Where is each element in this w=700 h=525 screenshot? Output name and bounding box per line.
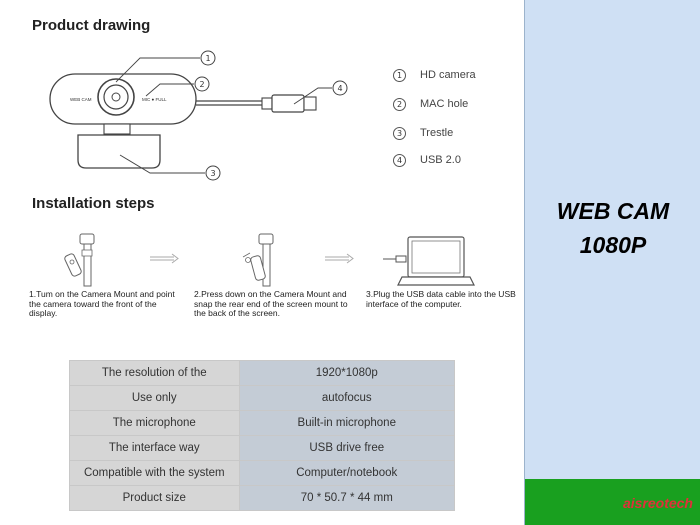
product-info-panel: Product drawing WEB CAM MIC ● FULL 1 2 3 xyxy=(29,17,516,511)
camera-neck xyxy=(103,123,131,135)
product-drawing-illustration: WEB CAM MIC ● FULL 1 2 3 4 xyxy=(49,50,475,287)
callout-2 xyxy=(194,76,210,92)
spec-value: autofocus xyxy=(238,385,455,411)
step-arrow-2 xyxy=(325,253,354,264)
spec-value: 70 * 50.7 * 44 mm xyxy=(238,485,455,511)
spec-label: The microphone xyxy=(69,410,240,436)
cam-label-left: WEB CAM xyxy=(70,97,92,102)
table-row: The resolution of the 1920*1080p xyxy=(69,360,455,386)
spec-label: Compatible with the system xyxy=(69,460,240,486)
product-title-line-1: WEB CAM xyxy=(556,198,670,224)
legend-label: USB 2.0 xyxy=(420,154,461,166)
camera-trestle xyxy=(77,134,161,169)
legend-item-usb: 4 USB 2.0 xyxy=(393,152,461,168)
product-title-line-2: 1080P xyxy=(579,232,647,258)
legend-item-mac-hole: 2 MAC hole xyxy=(393,96,468,112)
cam-label-right: MIC ● FULL xyxy=(142,97,167,102)
install-step-1-text: 1.Tum on the Camera Mount and point the … xyxy=(29,289,175,318)
spec-label: The interface way xyxy=(69,435,240,461)
table-row: The interface way USB drive free xyxy=(69,435,455,461)
svg-text:3: 3 xyxy=(210,169,215,178)
step-arrow-1 xyxy=(150,253,179,264)
install-step-2-illustration xyxy=(242,233,274,287)
svg-text:2: 2 xyxy=(199,80,204,89)
legend-label: HD camera xyxy=(420,69,476,81)
product-title-panel: WEB CAM 1080P aisreotech xyxy=(524,0,700,525)
legend-number: 4 xyxy=(393,153,406,167)
spec-table: The resolution of the 1920*1080p Use onl… xyxy=(69,360,455,511)
spec-label: Product size xyxy=(69,485,240,511)
install-step-3-laptop-illustration xyxy=(383,236,475,286)
install-step-2-text: 2.Press down on the Camera Mount and sna… xyxy=(194,289,348,318)
table-row: Product size 70 * 50.7 * 44 mm xyxy=(69,485,455,511)
legend-number: 1 xyxy=(393,68,406,82)
legend-label: Trestle xyxy=(420,127,454,139)
callout-3 xyxy=(205,165,221,181)
legend-number: 3 xyxy=(393,126,406,140)
svg-text:1: 1 xyxy=(205,54,210,63)
spec-value: USB drive free xyxy=(238,435,455,461)
table-row: Compatible with the system Computer/note… xyxy=(69,460,455,486)
usb-plug-neck xyxy=(261,97,273,110)
callout-4 xyxy=(332,80,348,96)
callout-1 xyxy=(200,50,216,66)
camera-lens-center xyxy=(111,92,121,102)
table-row: Use only autofocus xyxy=(69,385,455,411)
installation-steps-title: Installation steps xyxy=(32,195,155,212)
legend-label: MAC hole xyxy=(420,98,469,110)
usb-plug-body xyxy=(271,94,305,113)
legend-item-hd-camera: 1 HD camera xyxy=(393,67,476,83)
spec-value: Built-in microphone xyxy=(238,410,455,436)
install-step-3-text: 3.Plug the USB data cable into the USB i… xyxy=(366,289,516,309)
brand-name: aisreotech xyxy=(622,495,693,511)
legend-item-trestle: 3 Trestle xyxy=(393,125,453,141)
table-row: The microphone Built-in microphone xyxy=(69,410,455,436)
svg-text:4: 4 xyxy=(337,84,342,93)
usb-plug-tip xyxy=(303,96,317,111)
spec-value: 1920*1080p xyxy=(238,360,455,386)
install-step-1-illustration xyxy=(64,233,95,287)
legend-number: 2 xyxy=(393,97,406,111)
brand-bar: aisreotech xyxy=(525,479,700,525)
spec-value: Computer/notebook xyxy=(238,460,455,486)
product-drawing-title: Product drawing xyxy=(32,17,151,34)
spec-label: Use only xyxy=(69,385,240,411)
spec-label: The resolution of the xyxy=(69,360,240,386)
